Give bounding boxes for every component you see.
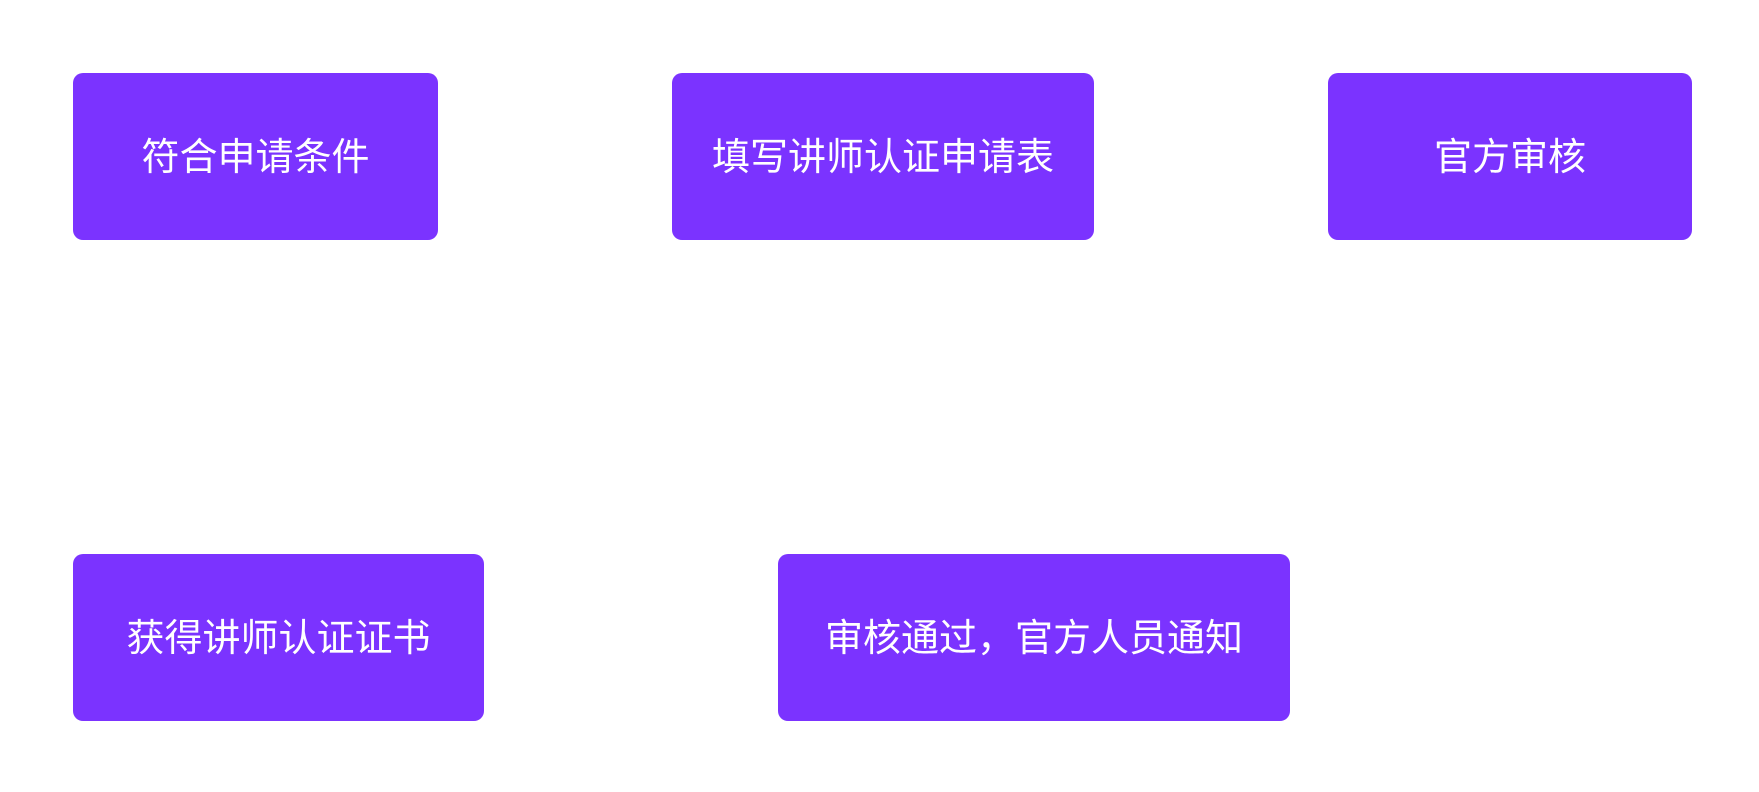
step-fill-application-form: 填写讲师认证申请表 bbox=[672, 73, 1094, 240]
step-review-passed-notify-label: 审核通过，官方人员通知 bbox=[824, 615, 1243, 660]
step-official-review-label: 官方审核 bbox=[1433, 134, 1586, 179]
step-official-review: 官方审核 bbox=[1328, 73, 1692, 240]
step-receive-certificate: 获得讲师认证证书 bbox=[73, 554, 484, 721]
step-review-passed-notify: 审核通过，官方人员通知 bbox=[778, 554, 1290, 721]
step-receive-certificate-label: 获得讲师认证证书 bbox=[126, 615, 431, 660]
edge-n1-n2 bbox=[438, 151, 666, 161]
edge-n2-n3 bbox=[1094, 151, 1322, 161]
edge-n5-n4 bbox=[490, 632, 778, 642]
step-meet-requirements-label: 符合申请条件 bbox=[141, 134, 370, 179]
step-meet-requirements: 符合申请条件 bbox=[73, 73, 438, 240]
edge-n3-n5 bbox=[1296, 240, 1512, 642]
step-fill-application-form-label: 填写讲师认证申请表 bbox=[711, 134, 1054, 179]
